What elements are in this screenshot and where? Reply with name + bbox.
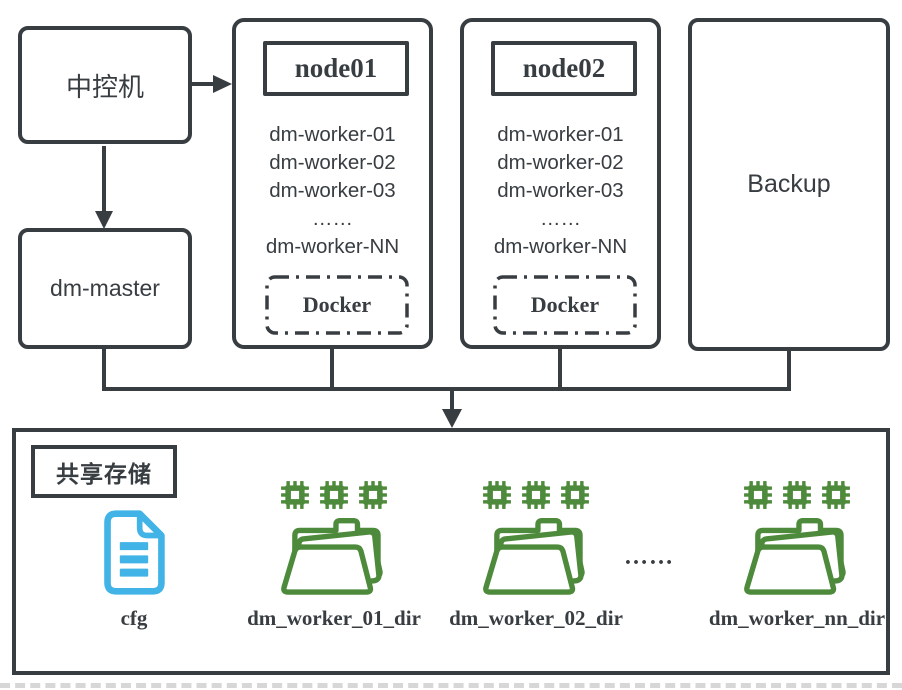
node02-worker-list: dm-worker-01 dm-worker-02 dm-worker-03 …… <box>464 121 657 261</box>
worker-item: dm-worker-03 <box>269 179 396 202</box>
node01-box: node01 dm-worker-01 dm-worker-02 dm-work… <box>232 18 433 349</box>
dash-dot-border <box>493 275 637 335</box>
dm-master-label: dm-master <box>50 275 160 301</box>
worker-dir-item: dm_worker_nn_dir <box>697 478 897 631</box>
dm-master-box: dm-master <box>18 228 192 349</box>
arrowhead-down-icon <box>95 211 113 229</box>
worker-list-ellipsis: …… <box>540 207 581 230</box>
node02-box: node02 dm-worker-01 dm-worker-02 dm-work… <box>460 18 661 349</box>
node01-worker-list: dm-worker-01 dm-worker-02 dm-worker-03 …… <box>236 121 429 261</box>
worker-item: dm-worker-01 <box>497 123 624 146</box>
shared-storage-title: 共享存储 <box>56 460 152 487</box>
dash-dot-border <box>265 275 409 335</box>
folder-icon <box>477 506 595 596</box>
document-icon <box>96 509 172 596</box>
node01-title: node01 <box>294 53 378 83</box>
storage-ellipsis: …… <box>624 544 674 570</box>
worker-dir-label: dm_worker_01_dir <box>247 606 421 630</box>
backup-label: Backup <box>747 170 831 198</box>
worker-item: dm-worker-NN <box>493 235 628 258</box>
bottom-edge-dashes <box>0 683 902 688</box>
worker-item: dm-worker-03 <box>497 179 624 202</box>
node02-title: node02 <box>522 53 606 83</box>
arrowhead-right-icon <box>213 75 232 93</box>
cfg-icon-stack <box>96 478 172 596</box>
folder-with-chips-icon <box>738 478 856 596</box>
arrowhead-down-icon <box>442 409 462 428</box>
node01-title-box: node01 <box>263 41 409 96</box>
worker-item: dm-worker-02 <box>497 151 624 174</box>
cfg-label: cfg <box>120 606 148 630</box>
worker-dir-label: dm_worker_nn_dir <box>708 606 886 630</box>
worker-dir-item: dm_worker_01_dir <box>234 478 434 631</box>
shared-storage-box: 共享存储 cfg dm_worker_01_dir <box>12 428 890 675</box>
node01-docker-label: Docker <box>302 292 372 317</box>
shared-storage-title-box: 共享存储 <box>31 445 177 498</box>
node02-docker-box: Docker <box>493 275 637 335</box>
node02-docker-label: Docker <box>530 292 600 317</box>
folder-icon <box>275 506 393 596</box>
control-machine-box: 中控机 <box>18 26 192 144</box>
worker-dir-item: dm_worker_02_dir <box>436 478 636 631</box>
control-machine-label: 中控机 <box>65 71 144 102</box>
folder-with-chips-icon <box>275 478 393 596</box>
worker-item: dm-worker-NN <box>265 235 400 258</box>
worker-item: dm-worker-02 <box>269 151 396 174</box>
cfg-item: cfg <box>34 478 234 631</box>
node02-title-box: node02 <box>491 41 637 96</box>
worker-item: dm-worker-01 <box>269 123 396 146</box>
folder-icon <box>738 506 856 596</box>
worker-dir-label: dm_worker_02_dir <box>449 606 623 630</box>
bus-lines <box>102 349 791 414</box>
worker-list-ellipsis: …… <box>312 207 353 230</box>
backup-box: Backup <box>688 18 890 351</box>
node01-docker-box: Docker <box>265 275 409 335</box>
folder-with-chips-icon <box>477 478 595 596</box>
